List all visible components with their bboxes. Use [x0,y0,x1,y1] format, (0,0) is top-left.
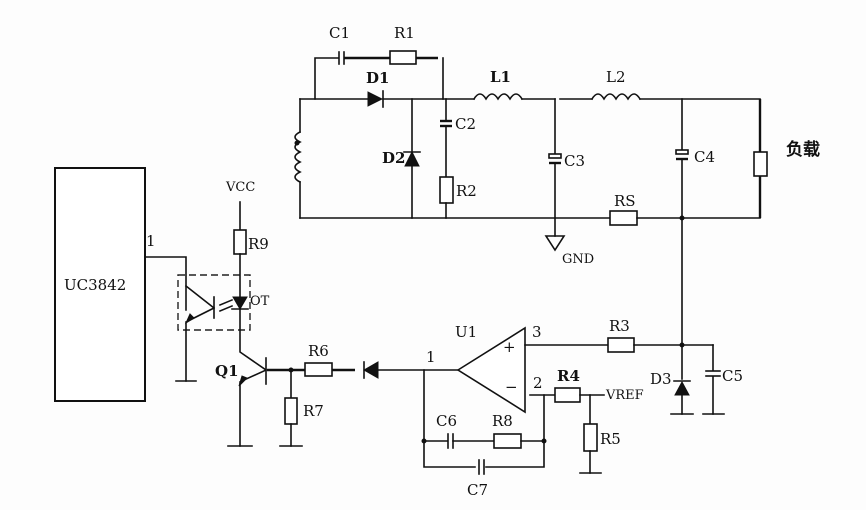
label-u1-pin3: 3 [532,323,542,341]
resistor-r9 [233,201,247,298]
label-r1: R1 [394,24,415,42]
label-uc3842: UC3842 [64,276,126,294]
label-r5: R5 [600,430,621,448]
inductor-l2 [559,93,761,101]
resistor-r7 [279,369,303,447]
capacitor-c3 [548,98,562,237]
label-r3: R3 [609,317,630,335]
transistor-q1 [227,308,268,447]
label-pin1: 1 [146,232,156,250]
label-c5: C5 [722,367,743,385]
label-c3: C3 [564,152,585,170]
diode-d3 [670,380,694,415]
label-r6: R6 [308,342,329,360]
snubber-c1-r1 [314,50,444,100]
load-resistor [753,99,768,218]
opamp-u1 [456,326,526,414]
capacitor-c5 [702,344,725,415]
optocoupler [175,274,251,382]
label-plus: + [503,338,516,356]
label-gnd: GND [562,252,594,267]
label-r7: R7 [303,402,324,420]
label-q1: Q1 [215,362,239,380]
label-vcc: VCC [225,180,255,195]
label-d3: D3 [650,370,672,388]
label-c7: C7 [467,481,488,499]
label-c4: C4 [694,148,715,166]
capacitor-c4 [675,98,689,219]
label-c6: C6 [436,412,457,430]
inductor-l1 [472,93,556,101]
label-l1: L1 [490,68,511,86]
label-vref: VREF [605,388,644,403]
label-u1-pin1: 1 [426,348,436,366]
label-c2: C2 [455,115,476,133]
label-load: 负载 [786,139,820,160]
resistor-r4 [554,387,605,403]
wire-pin1 [144,256,187,311]
label-minus: − [505,378,518,396]
ic-uc3842 [54,167,146,402]
diode-d1 [367,90,384,108]
junction-r3 [679,342,685,348]
diode-d2 [403,98,421,219]
resistor-r6 [304,362,355,377]
junction-comp-right [541,438,547,444]
resistor-rs [609,210,638,226]
label-r9: R9 [248,235,269,253]
junction-comp-left [421,438,427,444]
compensation-network [423,369,545,475]
label-u1-pin2: 2 [533,374,543,392]
label-d2: D2 [382,149,405,167]
diode-feedback [362,361,459,379]
resistor-r5 [579,394,602,474]
label-rs: RS [614,192,636,210]
label-ot: OT [250,294,270,309]
label-r8: R8 [492,412,513,430]
ground-symbol [544,235,566,252]
label-r2: R2 [456,182,477,200]
label-d1: D1 [366,69,389,87]
c2-r2-branch [439,98,454,219]
transformer-secondary-winding [294,98,302,219]
label-l2: L2 [606,68,626,86]
label-r4: R4 [557,367,580,385]
label-c1: C1 [329,24,350,42]
resistor-r3 [607,337,714,353]
label-u1: U1 [455,323,477,341]
